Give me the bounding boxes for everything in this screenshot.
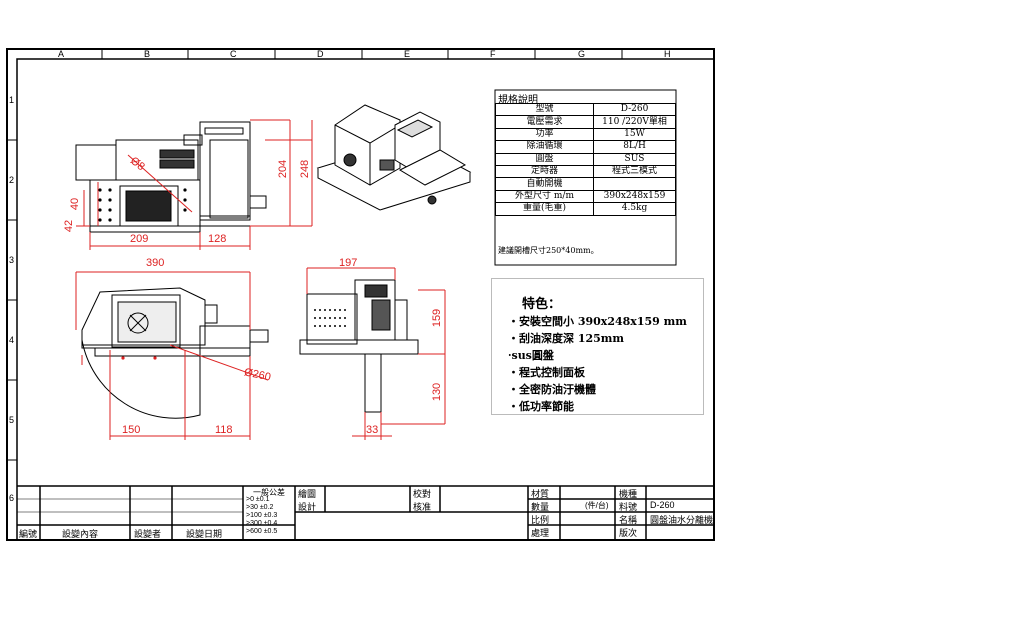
dim-42: 42 (63, 219, 76, 233)
name-label: 名稱 (619, 515, 638, 525)
spec-label: 定時器 (495, 164, 594, 179)
dim-40: 40 (69, 197, 82, 211)
material-label: 材質 (531, 489, 550, 499)
dim-130: 130 (431, 382, 444, 402)
grid-col-f: F (490, 49, 496, 59)
dim-150: 150 (122, 424, 141, 436)
spec-note: 建議開槽尺寸250*40mm。 (498, 246, 599, 255)
spec-label: 外型尺寸 m/m (495, 189, 594, 204)
grid-col-c: C (230, 49, 237, 59)
per-unit-label: (件/台) (585, 501, 609, 510)
spec-label: 圓盤 (495, 152, 594, 166)
changer-label: 設變者 (134, 529, 162, 539)
part-no-label: 料號 (619, 502, 638, 512)
design-label: 設計 (298, 502, 317, 512)
grid-col-e: E (404, 49, 411, 59)
spec-value: 4.5kg (593, 202, 676, 216)
grid-row-1: 1 (9, 95, 15, 105)
grid-row-5: 5 (9, 415, 15, 425)
grid-row-4: 4 (9, 335, 15, 345)
scale-label: 比例 (531, 515, 550, 525)
spec-value: 8L/H (593, 140, 676, 154)
dim-204: 204 (277, 159, 290, 179)
quantity-label: 數量 (531, 502, 550, 512)
dim-209: 209 (130, 233, 149, 245)
spec-label: 電壓需求 (495, 115, 594, 129)
features-title: 特色： (522, 297, 562, 312)
features-box: 特色： ‧安裝空間小 390x248x159 mm ‧刮油深度深 125mm ‧… (491, 278, 704, 415)
grid-col-d: D (317, 49, 324, 59)
feature-item: ‧程式控制面板 (508, 366, 585, 379)
spec-title: 規格說明 (498, 95, 538, 106)
grid-row-2: 2 (9, 175, 15, 185)
name-value: 圓盤油水分離機 (650, 515, 714, 525)
rev-no-label: 編號 (19, 529, 38, 539)
spec-value: D-260 (593, 102, 676, 117)
table-row: 重量(毛重)4.5kg (495, 202, 676, 216)
dim-118: 118 (215, 424, 233, 436)
grid-col-h: H (664, 49, 671, 59)
approve-label: 核准 (413, 502, 432, 512)
dim-197: 197 (339, 257, 358, 269)
feature-item: ‧sus圓盤 (508, 349, 554, 362)
spec-label: 型號 (495, 102, 594, 117)
tolerance-title: 一般公差 (253, 488, 285, 497)
feature-item: ‧全密防油汙機體 (508, 383, 596, 396)
spec-label: 重量(毛重) (495, 202, 594, 216)
grid-col-g: G (578, 49, 586, 59)
process-label: 處理 (531, 528, 550, 538)
spec-label: 除油循環 (495, 140, 594, 154)
feature-item: ‧刮油深度深 125mm (508, 332, 625, 345)
grid-col-a: A (58, 49, 65, 59)
tolerance-1: >0 ±0.1 (246, 496, 270, 503)
grid-row-6: 6 (9, 493, 15, 503)
dim-128: 128 (208, 233, 227, 245)
table-row: 自動開機 (495, 177, 676, 191)
dim-159: 159 (431, 308, 444, 328)
spec-value: SUS (593, 152, 676, 166)
feature-item: ‧安裝空間小 390x248x159 mm (508, 315, 687, 328)
draw-label: 繪圖 (298, 489, 317, 499)
tolerance-3: >100 ±0.3 (246, 512, 278, 519)
dim-248: 248 (299, 159, 312, 179)
version-label: 版次 (619, 528, 638, 538)
spec-value: 15W (593, 127, 676, 142)
part-no-value: D-260 (650, 500, 675, 510)
table-row: 定時器程式三模式 (495, 164, 676, 179)
tolerance-5: >600 ±0.5 (246, 528, 278, 535)
model-label: 機種 (619, 489, 638, 499)
dim-33: 33 (366, 424, 379, 436)
grid-row-3: 3 (9, 255, 15, 265)
tolerance-2: >30 ±0.2 (246, 504, 274, 511)
spec-value: 390x248x159 (593, 189, 676, 204)
spec-label: 功率 (495, 127, 594, 142)
check-label: 校對 (413, 489, 432, 499)
spec-label: 自動開機 (495, 177, 594, 191)
grid-col-b: B (144, 49, 151, 59)
spec-value (593, 177, 676, 191)
tolerance-4: >300 ±0.4 (246, 520, 278, 527)
dim-390: 390 (146, 257, 165, 269)
feature-item: ‧低功率節能 (508, 400, 574, 413)
change-content-label: 設變內容 (62, 529, 99, 539)
spec-value: 程式三模式 (593, 164, 676, 179)
change-date-label: 設變日期 (186, 529, 223, 539)
spec-value: 110 /220V單相 (593, 115, 676, 129)
